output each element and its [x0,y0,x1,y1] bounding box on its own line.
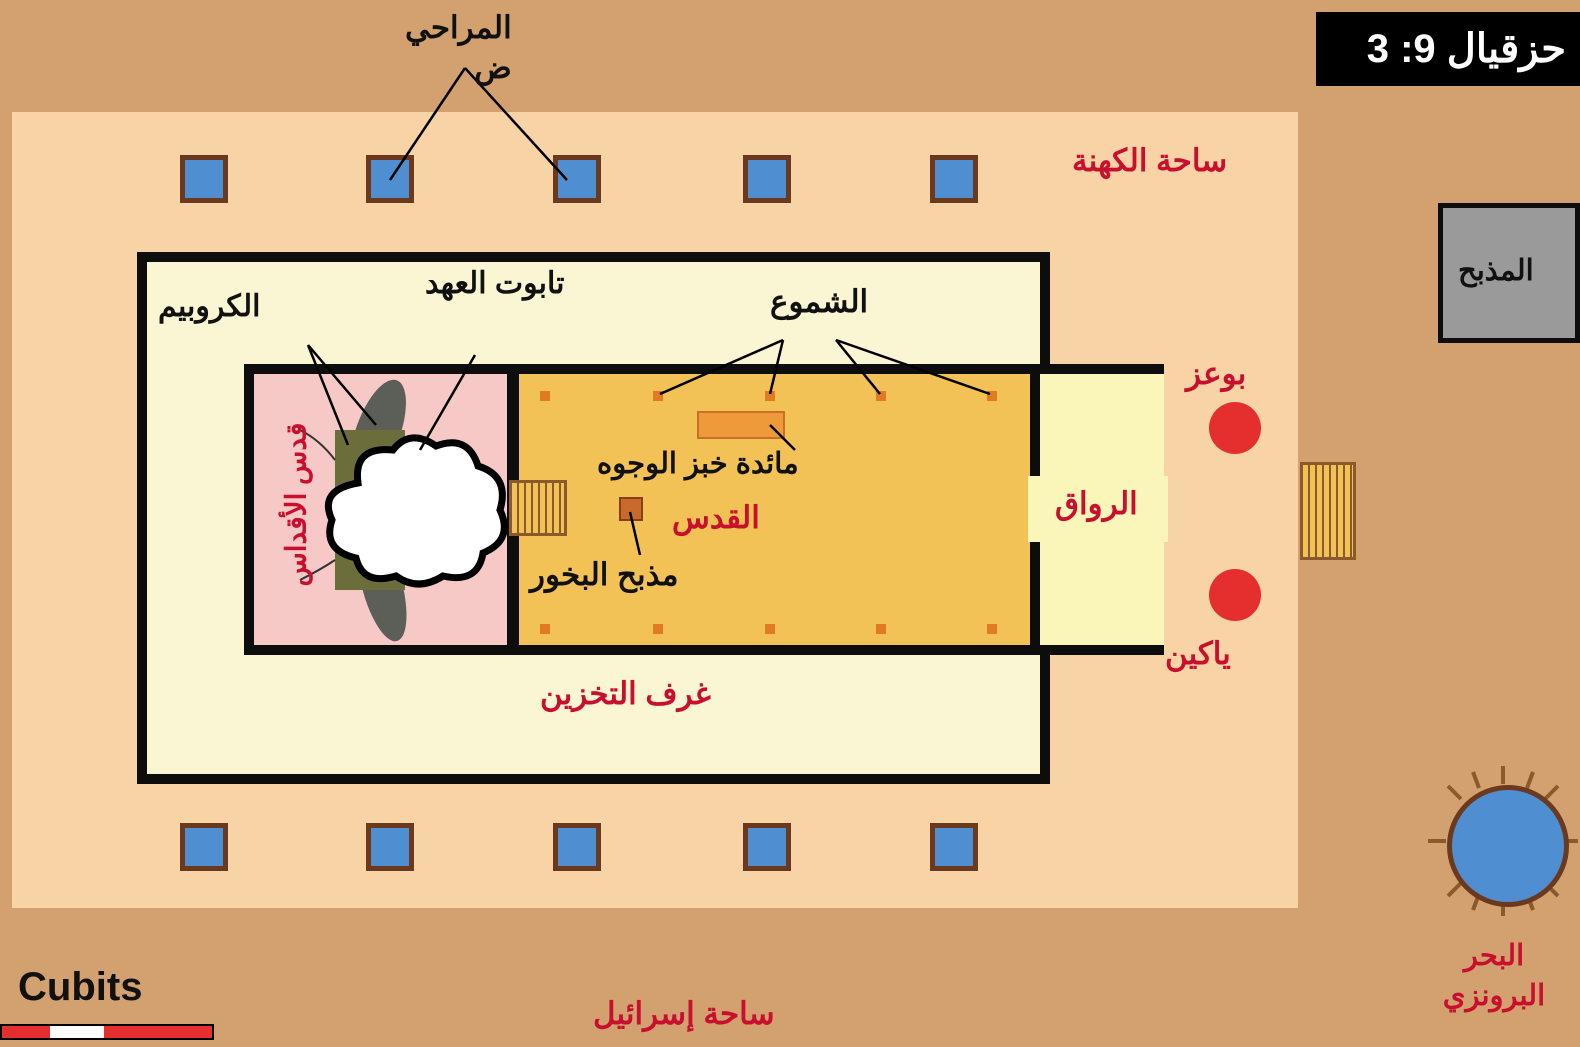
porch-room [1040,374,1164,645]
court-pillar [553,155,601,203]
boaz-label: بوعز [1186,356,1247,391]
candle-marker [876,391,886,401]
candle-marker [876,624,886,634]
court-pillar [180,155,228,203]
candle-marker [987,624,997,634]
altar-label: المذبح [1458,255,1534,287]
lavers-label: المراحي ض [405,10,512,85]
cubits-label: Cubits [18,965,143,1009]
court-pillar [366,823,414,871]
porch-doorway [1028,476,1044,542]
court-pillar [553,823,601,871]
jachin-label: ياكين [1165,636,1231,671]
jachin-pillar [1209,569,1261,621]
candle-marker [765,624,775,634]
candle-marker [653,391,663,401]
court-pillar [743,155,791,203]
holy-of-holies-label: قدس الأقداس [280,422,312,587]
ark-label: تابوت العهد [425,267,565,300]
candle-marker [653,624,663,634]
candle-marker [765,391,775,401]
showbread-table-label: مائدة خبز الوجوه [597,448,799,480]
bronze-sea [1447,785,1569,907]
candle-marker [987,391,997,401]
israel-court-label: ساحة إسرائيل [593,996,775,1031]
porch-entrance [1152,476,1168,542]
outer-stairs [1300,462,1356,560]
priests-court-label: ساحة الكهنة [1072,143,1228,178]
candles-label: الشموع [770,284,869,319]
scale-bar [0,1024,214,1040]
court-pillar [930,823,978,871]
boaz-pillar [1209,402,1261,454]
diagram-title: حزقيال 9: 3 [1316,12,1580,86]
cloud-icon [324,434,508,588]
cherubim-label: الكروبيم [158,290,261,323]
court-pillar [930,155,978,203]
incense-altar-label: مذبح البخور [530,557,679,592]
court-pillar [180,823,228,871]
storage-rooms-label: غرف التخزين [540,676,711,711]
candle-marker [540,391,550,401]
candle-marker [540,624,550,634]
court-pillar [743,823,791,871]
holy-place-label: القدس [672,500,760,535]
porch-label: الرواق [1055,486,1138,521]
bronze-sea-label: البحر البرونزي [1442,940,1546,1012]
inner-stairs [509,480,567,536]
burnt-offering-altar [1438,203,1580,343]
showbread-table [697,411,785,439]
